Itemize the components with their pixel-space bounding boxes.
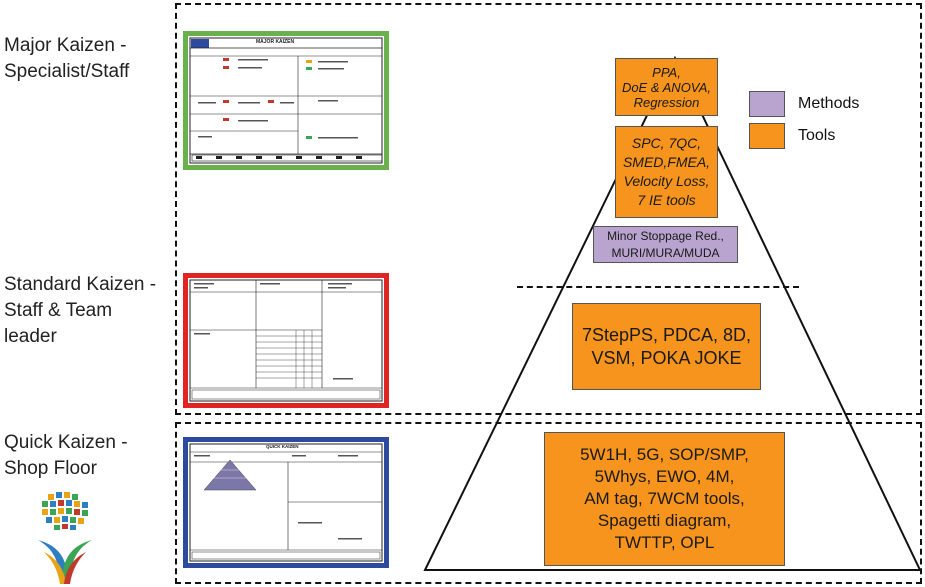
kaizen-pyramid (423, 55, 922, 571)
middle-tools-box: 7StepPS, PDCA, 8D, VSM, POKA JOKE (572, 303, 761, 390)
quick-kaizen-label: Quick Kaizen - Shop Floor (4, 432, 128, 479)
quick-region (175, 422, 922, 584)
major-kaizen-form-title: MAJOR KAIZEN (256, 39, 295, 45)
major-kaizen-form-thumbnail: MAJOR KAIZEN (183, 31, 389, 170)
bottom-tools-text: 5W1H, 5G, SOP/SMP, 5Whys, EWO, 4M, AM ta… (580, 445, 749, 552)
middle-tools-text: 7StepPS, PDCA, 8D, VSM, POKA JOKE (581, 324, 752, 368)
wcm-logo-icon (30, 488, 100, 586)
quick-kaizen-form-thumbnail: QUICK KAIZEN (183, 437, 389, 568)
legend-methods-label: Methods (798, 95, 860, 112)
standard-kaizen-label: Standard Kaizen - Staff & Team leader (4, 274, 157, 347)
standard-kaizen-form-thumbnail (183, 273, 389, 408)
legend-tools-label: Tools (798, 127, 836, 144)
top-tools-text: PPA, DoE & ANOVA, Regression (621, 64, 712, 110)
methods-box: Minor Stoppage Red., MURI/MURA/MUDA (593, 226, 738, 263)
second-tools-box: SPC, 7QC, SMED,FMEA, Velocity Loss, 7 IE… (615, 126, 718, 218)
major-standard-region (175, 3, 922, 415)
bottom-tools-box: 5W1H, 5G, SOP/SMP, 5Whys, EWO, 4M, AM ta… (544, 432, 785, 566)
legend-tools-swatch (749, 123, 785, 149)
methods-text: Minor Stoppage Red., MURI/MURA/MUDA (607, 228, 724, 260)
legend-methods-swatch (749, 91, 785, 117)
second-tools-text: SPC, 7QC, SMED,FMEA, Velocity Loss, 7 IE… (622, 135, 711, 208)
level-separator-line (517, 286, 799, 288)
quick-kaizen-form-title: QUICK KAIZEN (266, 444, 299, 449)
major-kaizen-label: Major Kaizen - Specialist/Staff (4, 35, 130, 82)
top-tools-box: PPA, DoE & ANOVA, Regression (615, 58, 718, 116)
